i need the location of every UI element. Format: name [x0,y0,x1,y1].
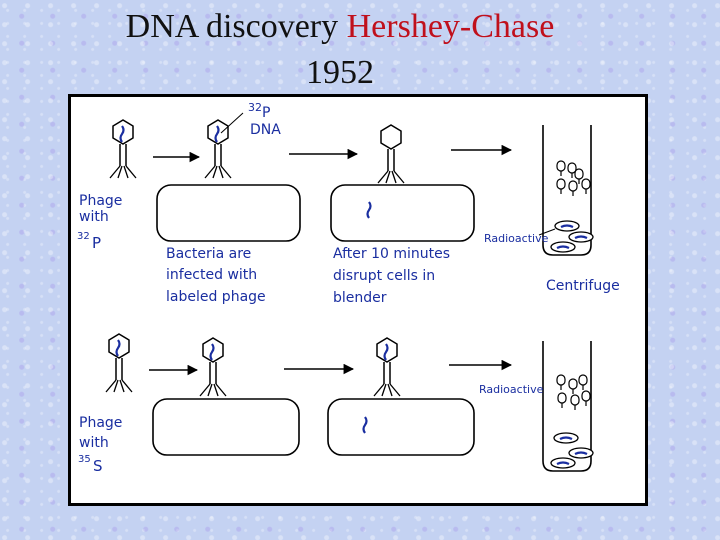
bacteria-infected-text: Bacteria are infected with labeled phage [166,246,266,305]
radioactive-label-top: Radioactive [484,232,549,245]
title-highlight: Hershey-Chase [347,8,555,45]
phage-with-32p-label: Phage with [79,193,127,225]
phage-35s-element: S [93,457,103,475]
bacterium-cell [153,399,299,455]
phage-with-35s-label: Phage with [79,415,127,451]
slide-title-line-2: 1952 [0,54,680,92]
phage-icon [374,338,400,396]
label-32p-superscript: 32 [248,101,262,114]
bacterium-cell [331,185,474,241]
phage-icon [378,125,404,183]
phage-icon [110,120,136,178]
slide-title-line-1: DNA discovery Hershey-Chase [0,8,680,46]
after-10-minutes-text: After 10 minutes disrupt cells in blende… [333,246,454,306]
bacterium-cell [328,399,474,455]
label-32p-p: P [262,105,270,121]
label-dna: DNA [250,122,281,138]
bacterium-cell [157,185,300,241]
phage-icon [106,334,132,392]
title-prefix: DNA discovery [126,8,347,45]
centrifuge-label: Centrifuge [546,278,620,294]
phage-32p-element: P [92,234,101,252]
experiment-diagram: 32 P DNA Phage with 32 P Bacteria are in… [71,97,645,503]
phage-icon [200,338,226,396]
centrifuge-tube [543,125,593,255]
phage-32p-isotope: 32 [77,231,90,242]
experiment-diagram-panel: 32 P DNA Phage with 32 P Bacteria are in… [68,94,648,506]
phage-35s-isotope: 35 [78,454,91,465]
centrifuge-tube [543,341,593,471]
radioactive-label-bottom: Radioactive [479,383,544,396]
phage-icon [205,120,231,178]
